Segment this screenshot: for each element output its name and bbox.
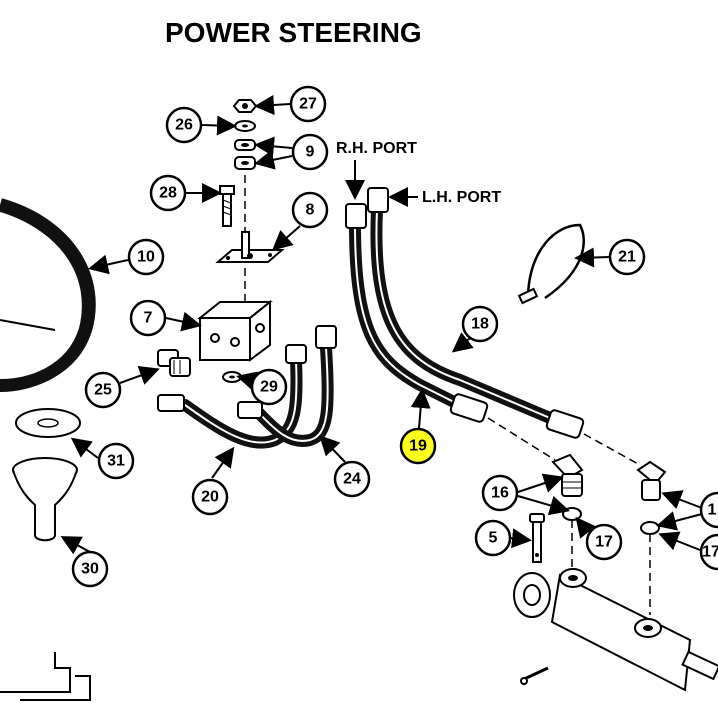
- washer-29: [222, 371, 242, 383]
- callout-7: 7: [129, 299, 167, 337]
- mounting-plate-8: [215, 231, 285, 263]
- hose-18: [367, 187, 585, 439]
- hose-20: [157, 344, 307, 449]
- nut-27: [232, 99, 258, 113]
- svg-text:9: 9: [306, 144, 315, 161]
- fitting-16-left: [551, 453, 584, 497]
- callout-28: 28: [149, 174, 187, 212]
- horn-button-30: [12, 457, 78, 542]
- svg-text:7: 7: [144, 310, 153, 327]
- svg-text:20: 20: [201, 489, 219, 506]
- callout-20: 20: [191, 478, 229, 516]
- callout-27: 27: [289, 85, 327, 123]
- rh-port-label: R.H. PORT: [336, 140, 417, 157]
- svg-text:19: 19: [409, 438, 427, 455]
- callout-17-left: 17: [585, 523, 623, 561]
- svg-text:5: 5: [489, 530, 498, 547]
- elbow-fitting-25: [157, 349, 191, 377]
- svg-text:27: 27: [299, 96, 317, 113]
- svg-text:16: 16: [491, 485, 509, 502]
- medallion-31: [15, 408, 81, 438]
- callout-24: 24: [333, 460, 371, 498]
- cotter-pin: [520, 666, 549, 685]
- svg-text:26: 26: [175, 117, 193, 134]
- callout-8: 8: [291, 191, 329, 229]
- callout-21: 21: [608, 238, 646, 276]
- valve-block-7: [197, 299, 273, 362]
- svg-text:29: 29: [260, 379, 278, 396]
- bushings-9: [234, 139, 256, 170]
- fitting-16-right: [636, 460, 667, 501]
- callout-26: 26: [165, 106, 203, 144]
- svg-text:1: 1: [708, 502, 717, 519]
- callout-5: 5: [474, 519, 512, 557]
- diagram-title: POWER STEERING: [165, 17, 422, 48]
- svg-text:21: 21: [618, 249, 636, 266]
- svg-text:28: 28: [159, 185, 177, 202]
- callout-19-highlighted: 19: [399, 427, 437, 465]
- svg-text:31: 31: [107, 453, 125, 470]
- bracket-part: [0, 652, 91, 701]
- steering-wheel: [0, 198, 96, 392]
- lh-port-label: L.H. PORT: [422, 189, 501, 206]
- svg-text:25: 25: [94, 382, 112, 399]
- hose-24: [237, 325, 337, 447]
- callout-16: 16: [481, 474, 519, 512]
- svg-text:10: 10: [137, 249, 155, 266]
- callout-18: 18: [461, 305, 499, 343]
- hose-19: [345, 203, 489, 423]
- callout-10: 10: [127, 238, 165, 276]
- bolt-28: [219, 185, 235, 227]
- callout-29: 29: [250, 368, 288, 406]
- steering-cylinder: [513, 568, 718, 692]
- callout-31: 31: [97, 442, 135, 480]
- svg-text:17: 17: [595, 534, 613, 551]
- svg-text:17: 17: [702, 544, 718, 561]
- cable-tie-21: [517, 223, 585, 305]
- callout-30: 30: [71, 550, 109, 588]
- callout-25: 25: [84, 371, 122, 409]
- svg-text:24: 24: [343, 471, 361, 488]
- svg-text:30: 30: [81, 561, 99, 578]
- callout-9: 9: [291, 133, 329, 171]
- svg-text:8: 8: [306, 202, 315, 219]
- callout-17-right-partial: 17: [699, 533, 718, 571]
- svg-text:18: 18: [471, 316, 489, 333]
- washer-26: [234, 120, 256, 132]
- clevis-pin-5: [529, 513, 545, 563]
- o-ring-17-right: [640, 521, 660, 535]
- callout-1x-partial: 1: [699, 491, 718, 529]
